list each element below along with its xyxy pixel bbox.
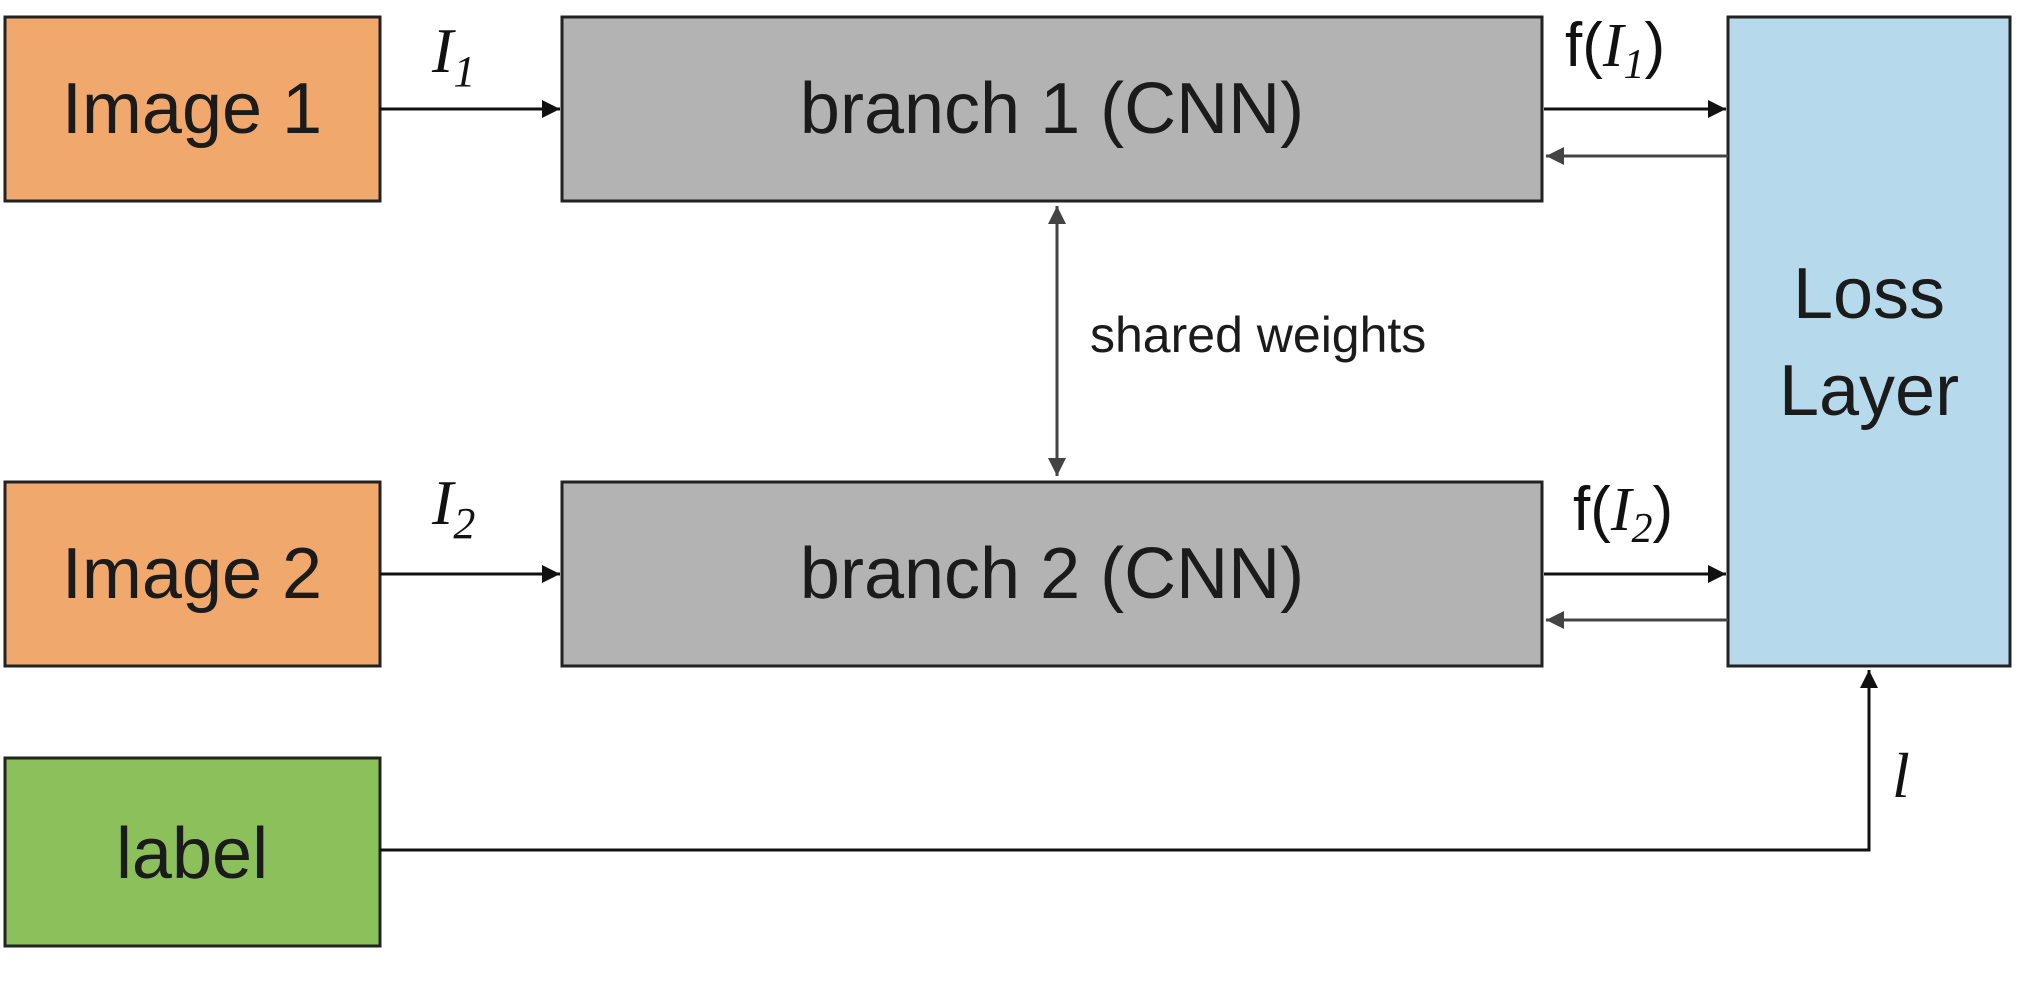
- loss-layer-node: Loss Layer: [1726, 15, 2012, 668]
- edge-label-f-i2: f(I2): [1573, 475, 1673, 552]
- edge-label-l: l: [1892, 740, 1910, 811]
- edge-image1-to-branch1: I1: [380, 15, 560, 118]
- edge-label-f-i1: f(I1): [1565, 11, 1665, 88]
- branch1-label: branch 1 (CNN): [800, 69, 1304, 149]
- image1-label: Image 1: [62, 69, 322, 149]
- branch2-box: [560, 480, 1544, 668]
- branch2-node: branch 2 (CNN): [560, 480, 1544, 668]
- label-box: [3, 756, 382, 948]
- loss-layer-label-line2: Layer: [1779, 351, 1959, 431]
- i1-subscript: 1: [453, 47, 475, 96]
- image2-node: Image 2: [3, 480, 382, 668]
- shared-weights-label: shared weights: [1090, 307, 1426, 363]
- edge-branch1-loss: f(I1): [1544, 11, 1728, 165]
- edge-label-i1: I1: [431, 15, 475, 96]
- branch2-label: branch 2 (CNN): [800, 534, 1304, 614]
- loss-layer-label-line1: Loss: [1793, 254, 1945, 334]
- loss-layer-box: [1726, 15, 2012, 668]
- edge-branch2-loss: f(I2): [1544, 475, 1728, 629]
- image2-label: Image 2: [62, 534, 322, 614]
- branch1-box: [560, 15, 1544, 203]
- edge-image2-to-branch2: I2: [380, 467, 560, 583]
- f-i2-func: f(: [1573, 475, 1611, 544]
- label-node: label: [3, 756, 382, 948]
- image1-node: Image 1: [3, 15, 382, 203]
- edge-label-i2: I2: [431, 467, 475, 548]
- f-i2-close: ): [1653, 475, 1674, 544]
- i2-symbol: I: [431, 467, 456, 538]
- branch1-node: branch 1 (CNN): [560, 15, 1544, 203]
- image2-box: [3, 480, 382, 668]
- edge-shared-weights: shared weights: [1048, 206, 1426, 476]
- label-label: label: [116, 814, 268, 894]
- f-i1-symbol: I: [1602, 12, 1627, 80]
- f-i1-subscript: 1: [1624, 42, 1645, 88]
- arrow-label-to-loss: [380, 670, 1878, 852]
- f-i2-subscript: 2: [1632, 506, 1653, 552]
- image1-box: [3, 15, 382, 203]
- f-i2-symbol: I: [1610, 476, 1635, 544]
- i2-subscript: 2: [453, 499, 475, 548]
- f-i1-func: f(: [1565, 11, 1603, 80]
- i1-symbol: I: [431, 15, 456, 86]
- f-i1-close: ): [1645, 11, 1666, 80]
- edge-label-to-loss: l: [380, 670, 1910, 852]
